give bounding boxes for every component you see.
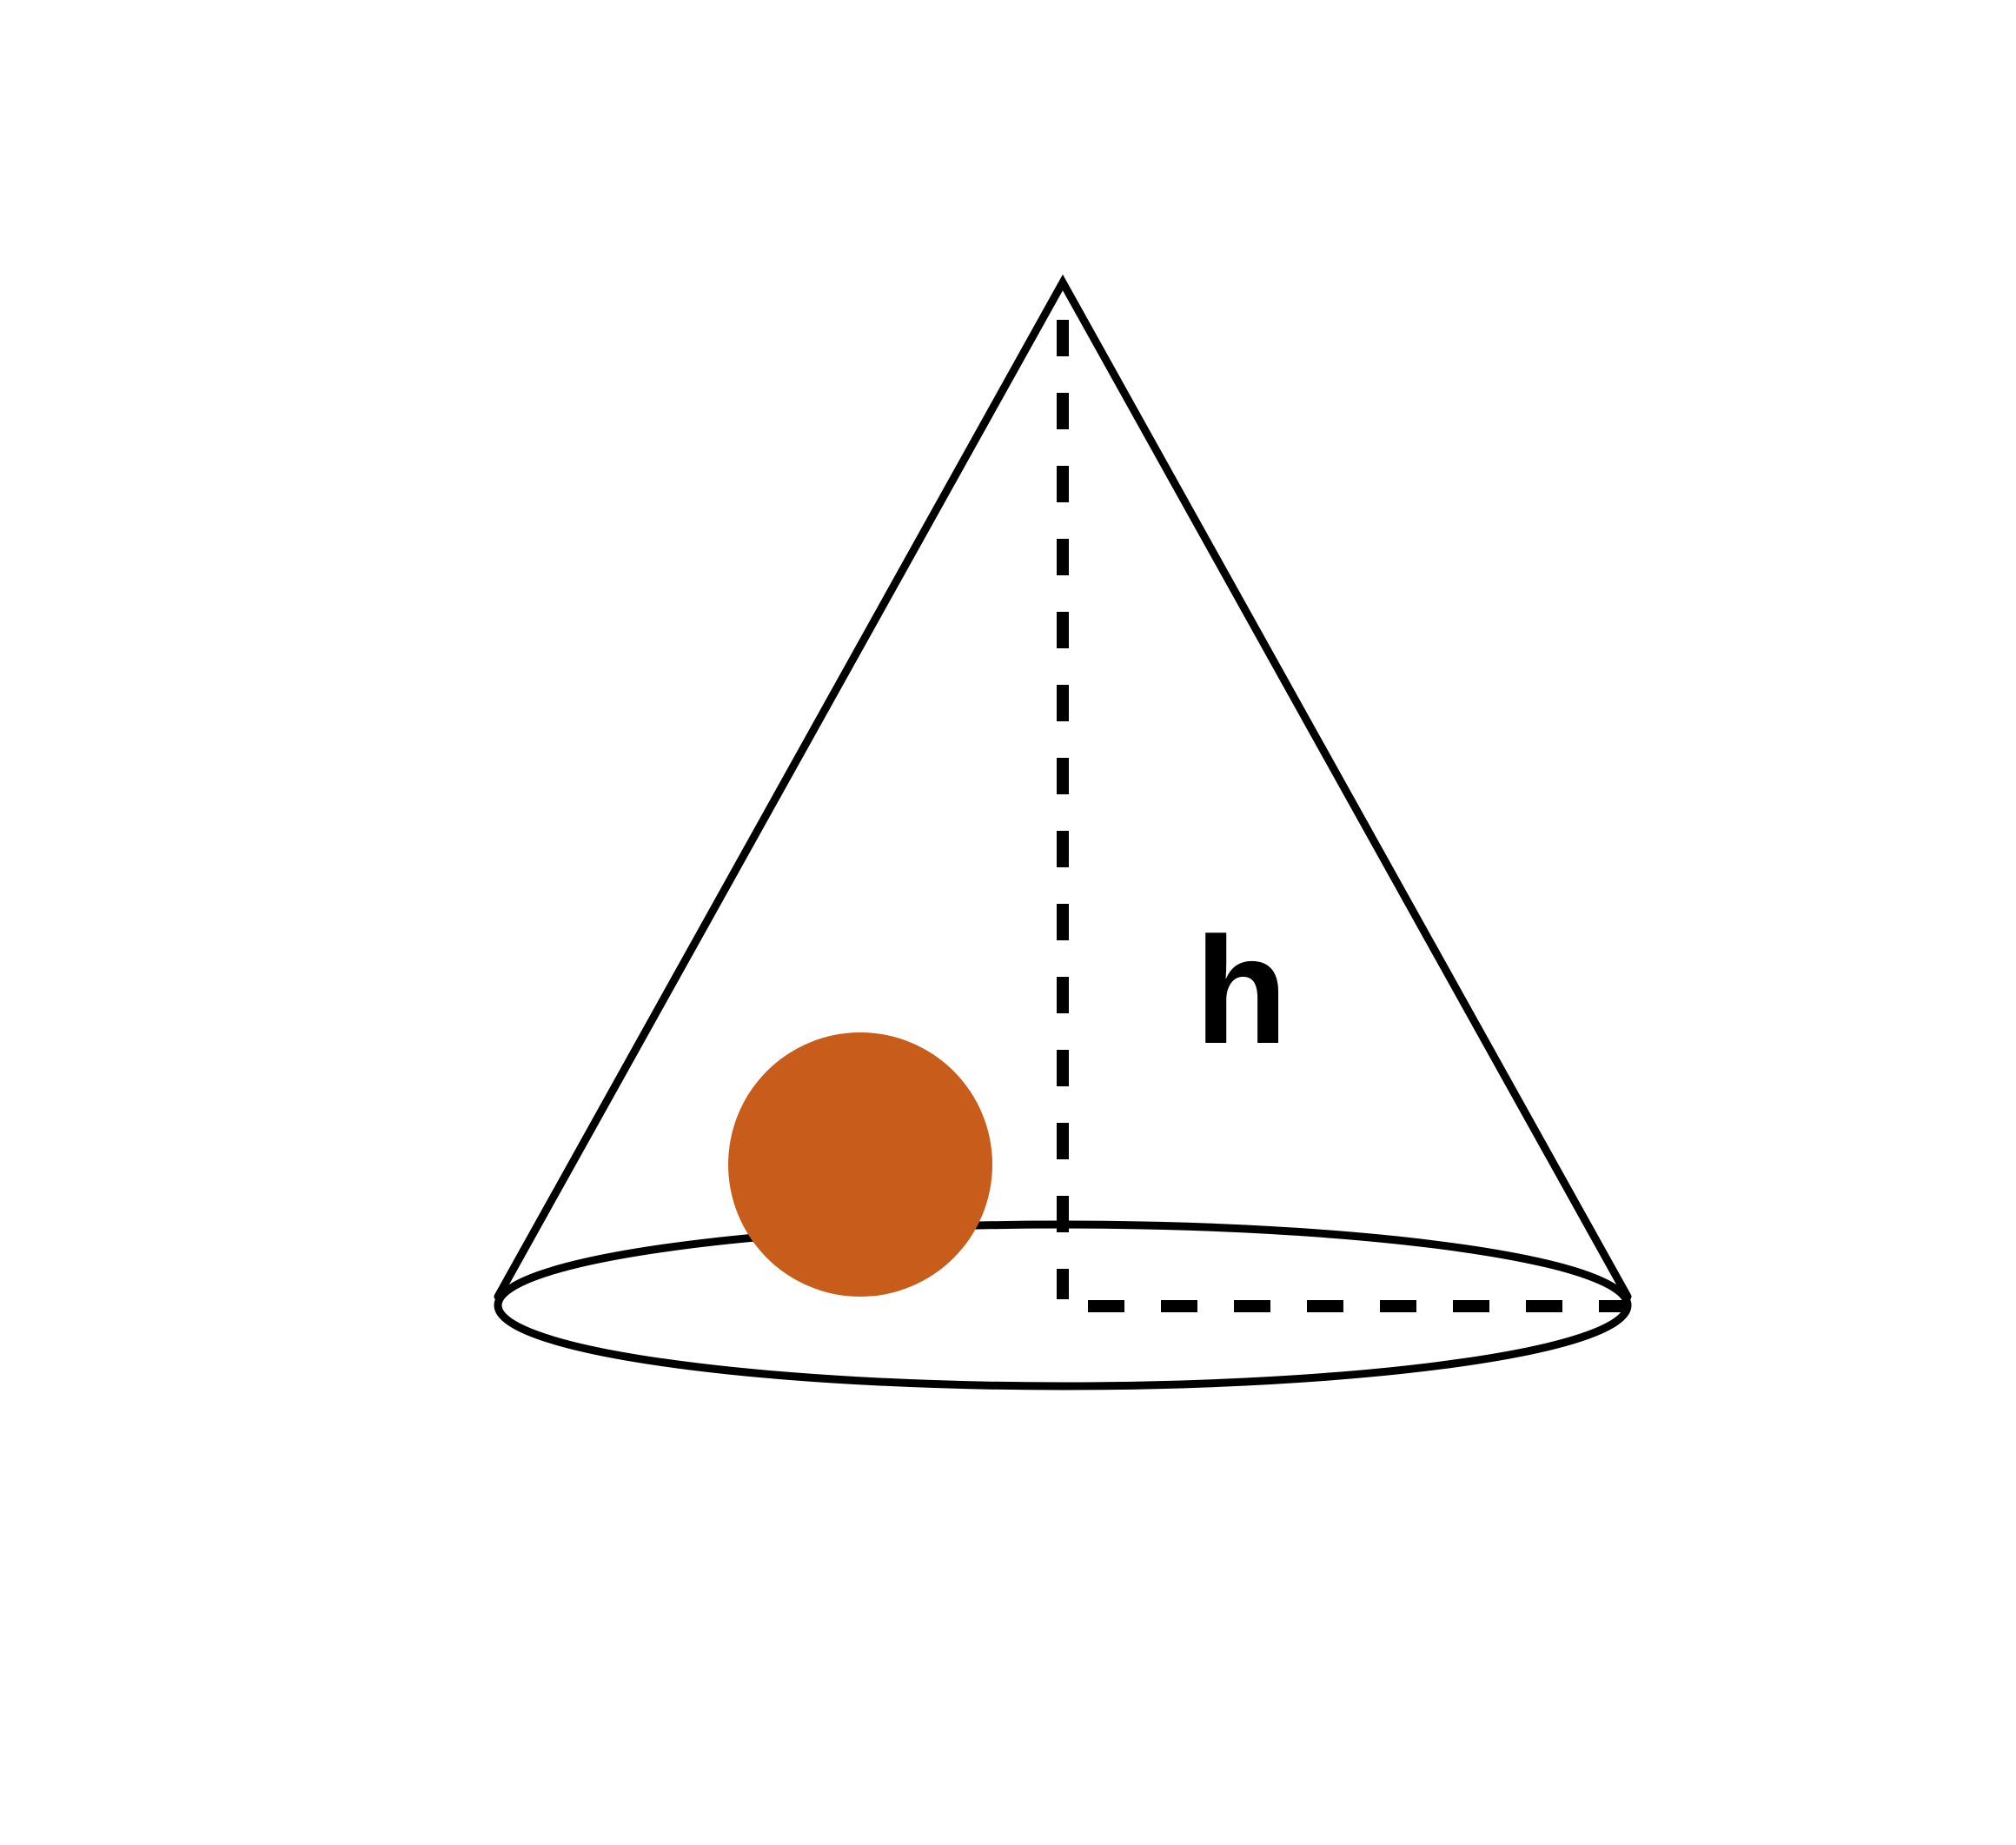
cone-side-edges <box>494 274 1632 1301</box>
marker-dot <box>728 1032 992 1297</box>
height-label: h <box>1195 906 1288 1076</box>
